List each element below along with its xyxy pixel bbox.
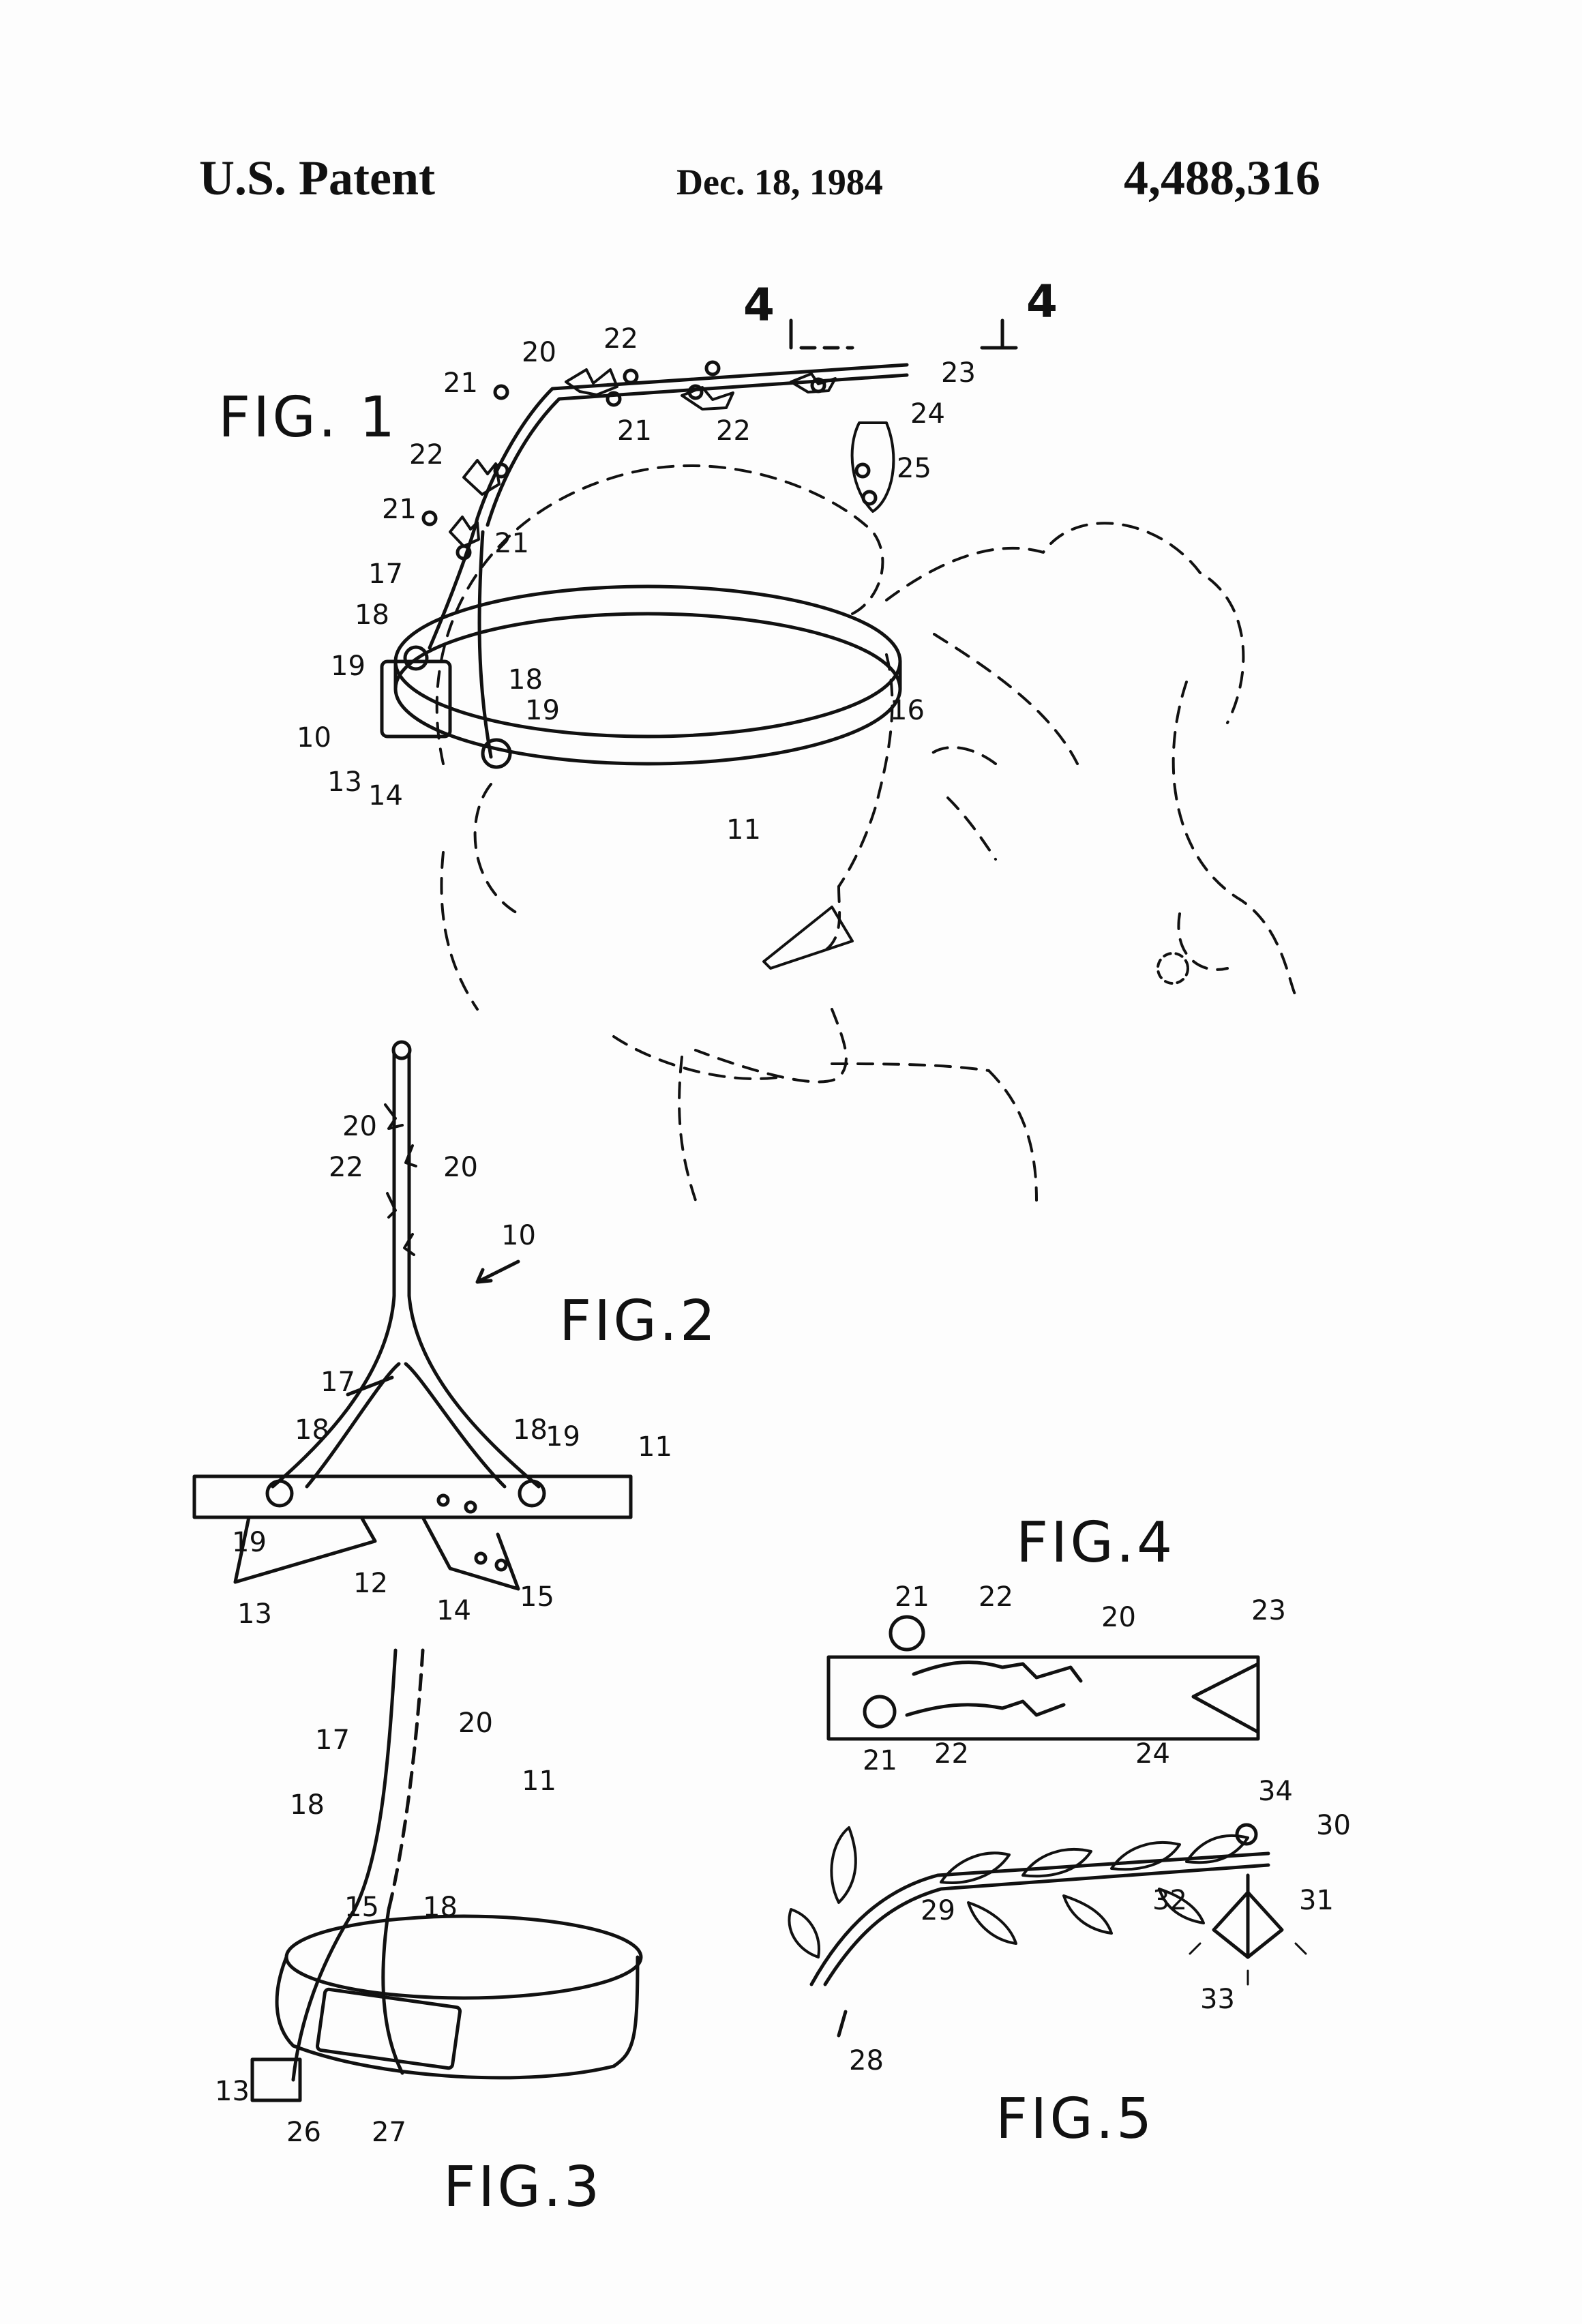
- figure-4-drawing: [826, 1615, 1260, 1741]
- section-mark-left: 4: [743, 279, 775, 331]
- figure-1-drawing: [380, 318, 1297, 1202]
- ref-numeral: 17: [320, 1367, 355, 1398]
- ref-numeral: 18: [295, 1414, 329, 1446]
- fig-3-label: FIG.3: [443, 2155, 602, 2220]
- ref-numeral: 17: [368, 558, 403, 590]
- ref-numeral: 18: [513, 1414, 548, 1446]
- ref-numeral: 11: [726, 814, 761, 846]
- ref-numeral: 29: [921, 1895, 955, 1926]
- ref-numeral: 30: [1316, 1810, 1351, 1841]
- ref-numeral: 28: [849, 2045, 884, 2076]
- ref-numeral: 32: [1152, 1885, 1187, 1916]
- ref-numeral: 14: [436, 1595, 471, 1626]
- ref-numeral: 22: [603, 323, 638, 355]
- ref-numeral: 18: [290, 1789, 325, 1821]
- ref-numeral: 12: [353, 1568, 388, 1599]
- ref-numeral: 20: [1101, 1602, 1136, 1633]
- ref-numeral: 21: [382, 494, 417, 525]
- header-date: Dec. 18, 1984: [676, 162, 883, 203]
- ref-numeral: 22: [329, 1152, 363, 1183]
- ref-numeral: 21: [617, 415, 652, 447]
- fig-2-label: FIG.2: [559, 1289, 718, 1354]
- ref-numeral: 24: [910, 398, 945, 430]
- ref-numeral: 19: [331, 651, 365, 682]
- ref-numeral: 22: [979, 1581, 1013, 1613]
- ref-numeral: 26: [286, 2117, 321, 2148]
- ref-numeral: 18: [423, 1892, 458, 1923]
- ref-numeral: 22: [716, 415, 751, 447]
- ref-numeral: 13: [237, 1598, 272, 1630]
- ref-numeral: 23: [941, 357, 976, 389]
- fig-4-label: FIG.4: [1016, 1510, 1175, 1575]
- ref-numeral: 31: [1299, 1885, 1334, 1916]
- ref-numeral: 20: [522, 337, 556, 368]
- ref-numeral: 22: [409, 439, 444, 471]
- ref-numeral: 20: [342, 1111, 377, 1142]
- ref-numeral: 33: [1200, 1984, 1235, 2015]
- ref-numeral: 21: [863, 1745, 897, 1776]
- ref-numeral: 13: [215, 2076, 250, 2107]
- ref-numeral: 25: [897, 453, 931, 484]
- ref-numeral: 21: [494, 528, 529, 559]
- fig-5-label: FIG.5: [996, 2087, 1154, 2151]
- ref-numeral: 20: [458, 1708, 493, 1739]
- ref-numeral: 10: [297, 722, 331, 754]
- ref-numeral: 23: [1251, 1595, 1286, 1626]
- figure-2-drawing: [192, 1040, 633, 1591]
- ref-numeral: 19: [546, 1421, 580, 1452]
- section-mark-right: 4: [1026, 275, 1058, 328]
- ref-numeral: 14: [368, 780, 403, 811]
- ref-numeral: 34: [1258, 1776, 1293, 1807]
- ref-numeral: 27: [372, 2117, 406, 2148]
- ref-numeral: 17: [315, 1725, 350, 1756]
- ref-numeral: 18: [508, 664, 543, 696]
- ref-numeral: 11: [522, 1766, 556, 1797]
- ref-numeral: 19: [525, 695, 560, 726]
- ref-numeral: 21: [443, 368, 478, 399]
- ref-numeral: 21: [895, 1581, 929, 1613]
- ref-numeral: 19: [232, 1527, 267, 1558]
- ref-numeral: 13: [327, 766, 362, 798]
- ref-numeral: 11: [638, 1431, 672, 1463]
- figure-3-drawing: [250, 1648, 643, 2102]
- ref-numeral: 15: [520, 1581, 554, 1613]
- figure-5-drawing: [788, 1823, 1307, 2038]
- ref-numeral: 24: [1135, 1738, 1170, 1770]
- ref-numeral: 22: [934, 1738, 969, 1770]
- header-patent-label: U.S. Patent: [199, 151, 435, 205]
- header-patent-number: 4,488,316: [1124, 151, 1320, 205]
- ref-numeral: 15: [344, 1892, 379, 1923]
- ref-numeral: 20: [443, 1152, 478, 1183]
- fig-1-label: FIG. 1: [218, 385, 398, 450]
- ref-numeral: 16: [890, 695, 925, 726]
- ref-numeral: 10: [501, 1220, 536, 1251]
- ref-numeral: 18: [355, 599, 389, 631]
